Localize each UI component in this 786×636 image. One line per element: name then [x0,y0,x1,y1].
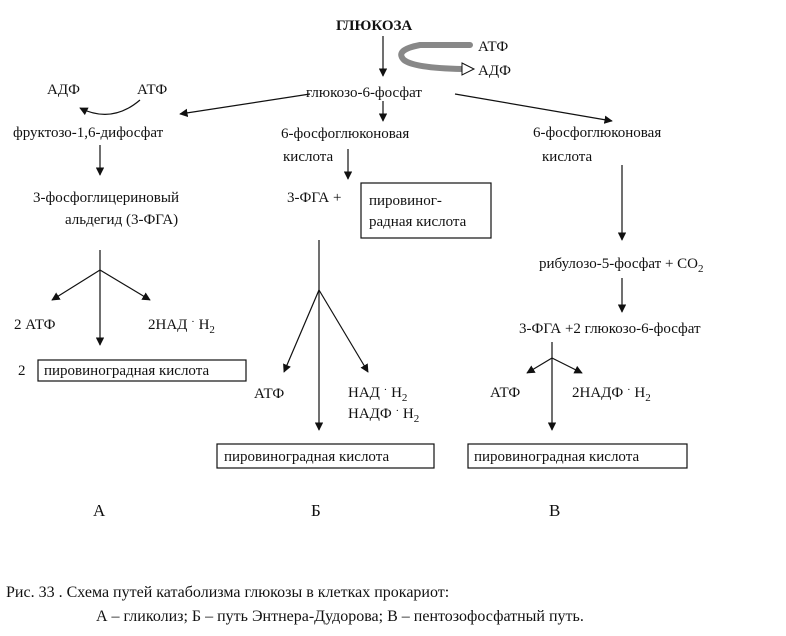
pyruvate-b-box [216,443,435,469]
gap-label-line2: альдегид (3-ФГА) [65,212,178,228]
pg-b-line2: кислота [283,149,333,165]
pyruvate-a-box [37,359,247,382]
pg-c-line2: кислота [542,149,592,165]
caption-line2: А – гликолиз; Б – путь Энтнера-Дудорова;… [96,608,584,625]
arrow-g6p-to-fbp [179,93,311,118]
pyruvate-c-box [467,443,688,469]
adp-top-label: АДФ [478,63,511,79]
gap-label-line1: 3-фосфоглицериновый [33,190,179,206]
pyruvate-b-box-top [360,182,492,239]
pg-b-line1: 6-фосфоглюконовая [281,126,409,142]
atp-top-label: АТФ [478,39,508,55]
arrow-b-to-atp [283,289,320,373]
fbp-label: фруктозо-1,6-дифосфат [13,125,164,141]
pyruvate-b-label: пировиноградная кислота [224,449,389,465]
atp-adp-a-curved-arrow [79,99,141,116]
atp-adp-curved-arrow-head [461,62,476,76]
arrow-c-to-nadph [551,357,583,374]
nadph-b-label: НАДФ · Н2 [348,405,419,425]
arrow-g6p-to-c [454,93,613,124]
pga-b-label: 3-ФГА + [287,190,341,206]
atp-c-label: АТФ [490,385,520,401]
pyruvate-a-label: пировиноградная кислота [44,363,209,379]
pyr-box-b-line2: радная кислота [369,214,467,230]
nadh-b-label: НАД · Н2 [348,384,407,404]
nadph-c-label: 2НАДФ · Н2 [572,384,651,404]
pyruvate-a-coef: 2 [18,363,26,379]
arrow-b-to-nadh [318,289,369,373]
label-a: А [93,501,106,520]
ribulose-label: рибулозо-5-фосфат + СО2 [539,256,704,275]
pyruvate-c-label: пировиноградная кислота [474,449,639,465]
label-c: В [549,501,560,520]
caption-line1: Рис. 33 . Схема путей катаболизма глюкоз… [6,584,449,601]
pga-c-label: 3-ФГА +2 глюкозо-6-фосфат [519,321,701,337]
adp-a-label: АДФ [47,82,80,98]
atp-adp-curved-arrow [398,42,473,72]
g6p-label: глюкозо-6-фосфат [306,85,422,101]
arrow-c-to-atp [526,357,553,374]
atp-a-label: АТФ [137,82,167,98]
pyr-box-b-line1: пировиног- [369,193,442,209]
arrow-a-to-atp [51,269,101,301]
label-b: Б [311,501,321,520]
pg-c-line1: 6-фосфоглюконовая [533,125,661,141]
glucose-label: ГЛЮКОЗА [336,18,412,34]
atp-b-label: АТФ [254,386,284,402]
nadh-a-label: 2НАД · Н2 [148,316,215,336]
atp2-a-label: 2 АТФ [14,317,56,333]
arrow-a-to-nadh [99,269,151,301]
